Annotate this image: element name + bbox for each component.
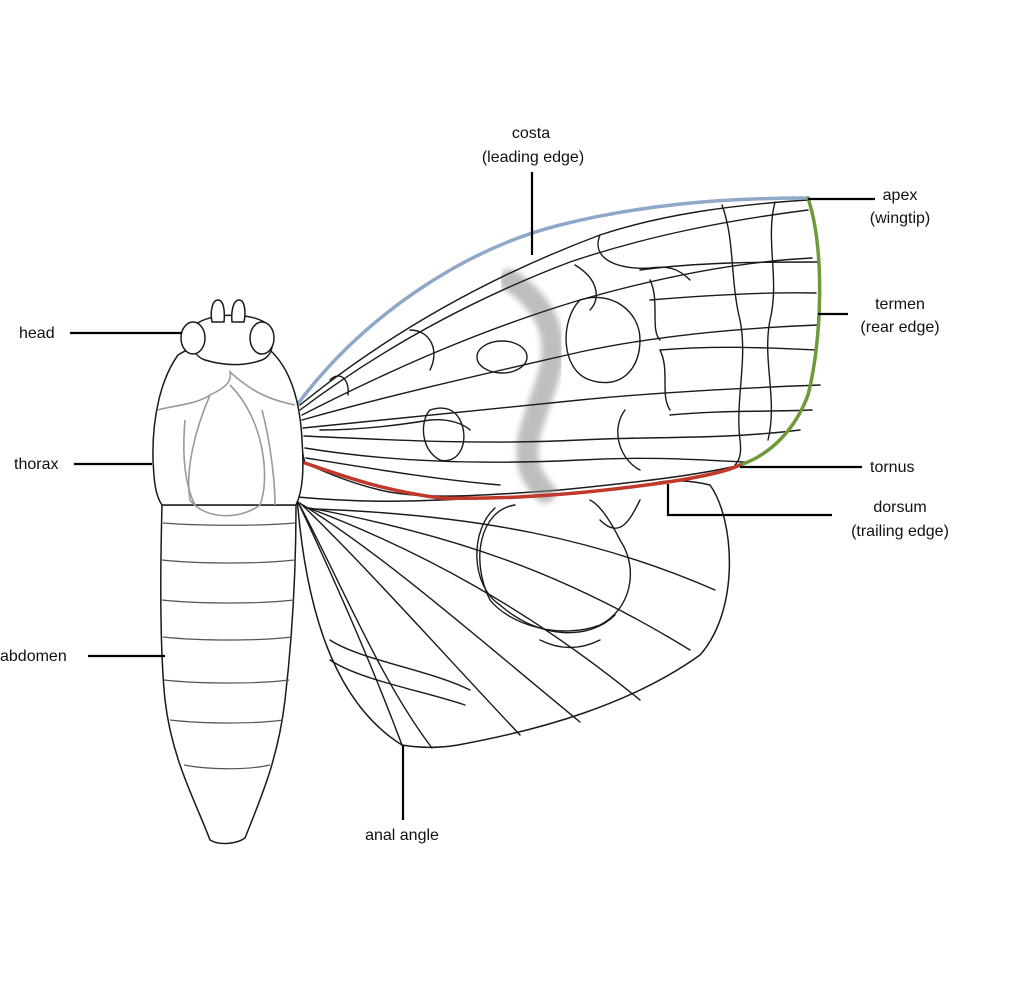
abdomen-shape [160, 504, 297, 845]
termen-edge [738, 196, 822, 467]
label-apex: apex [883, 187, 918, 204]
label-costa-sub: (leading edge) [482, 149, 584, 166]
label-dorsum-sub: (trailing edge) [851, 523, 949, 540]
palp-left [210, 299, 226, 323]
label-costa: costa [512, 125, 550, 142]
eye-left [180, 321, 206, 355]
dorsum-leader [666, 484, 832, 517]
hindwing [296, 480, 731, 749]
forewing [296, 197, 821, 503]
label-dorsum: dorsum [873, 499, 926, 516]
label-head: head [19, 325, 55, 342]
label-apex-sub: (wingtip) [870, 210, 930, 227]
label-abdomen: abdomen [0, 648, 67, 665]
label-thorax: thorax [14, 456, 58, 473]
label-termen-sub: (rear edge) [860, 319, 939, 336]
eye-right [249, 321, 275, 355]
label-termen: termen [875, 296, 925, 313]
costa-edge [295, 196, 810, 407]
grey-smudge-band [499, 269, 564, 503]
moth-body [152, 299, 304, 845]
label-anal-angle: anal angle [365, 827, 439, 844]
dorsum-edge [303, 461, 742, 501]
label-tornus: tornus [870, 459, 914, 476]
palp-right [231, 299, 246, 323]
thorax-shape [152, 342, 304, 506]
